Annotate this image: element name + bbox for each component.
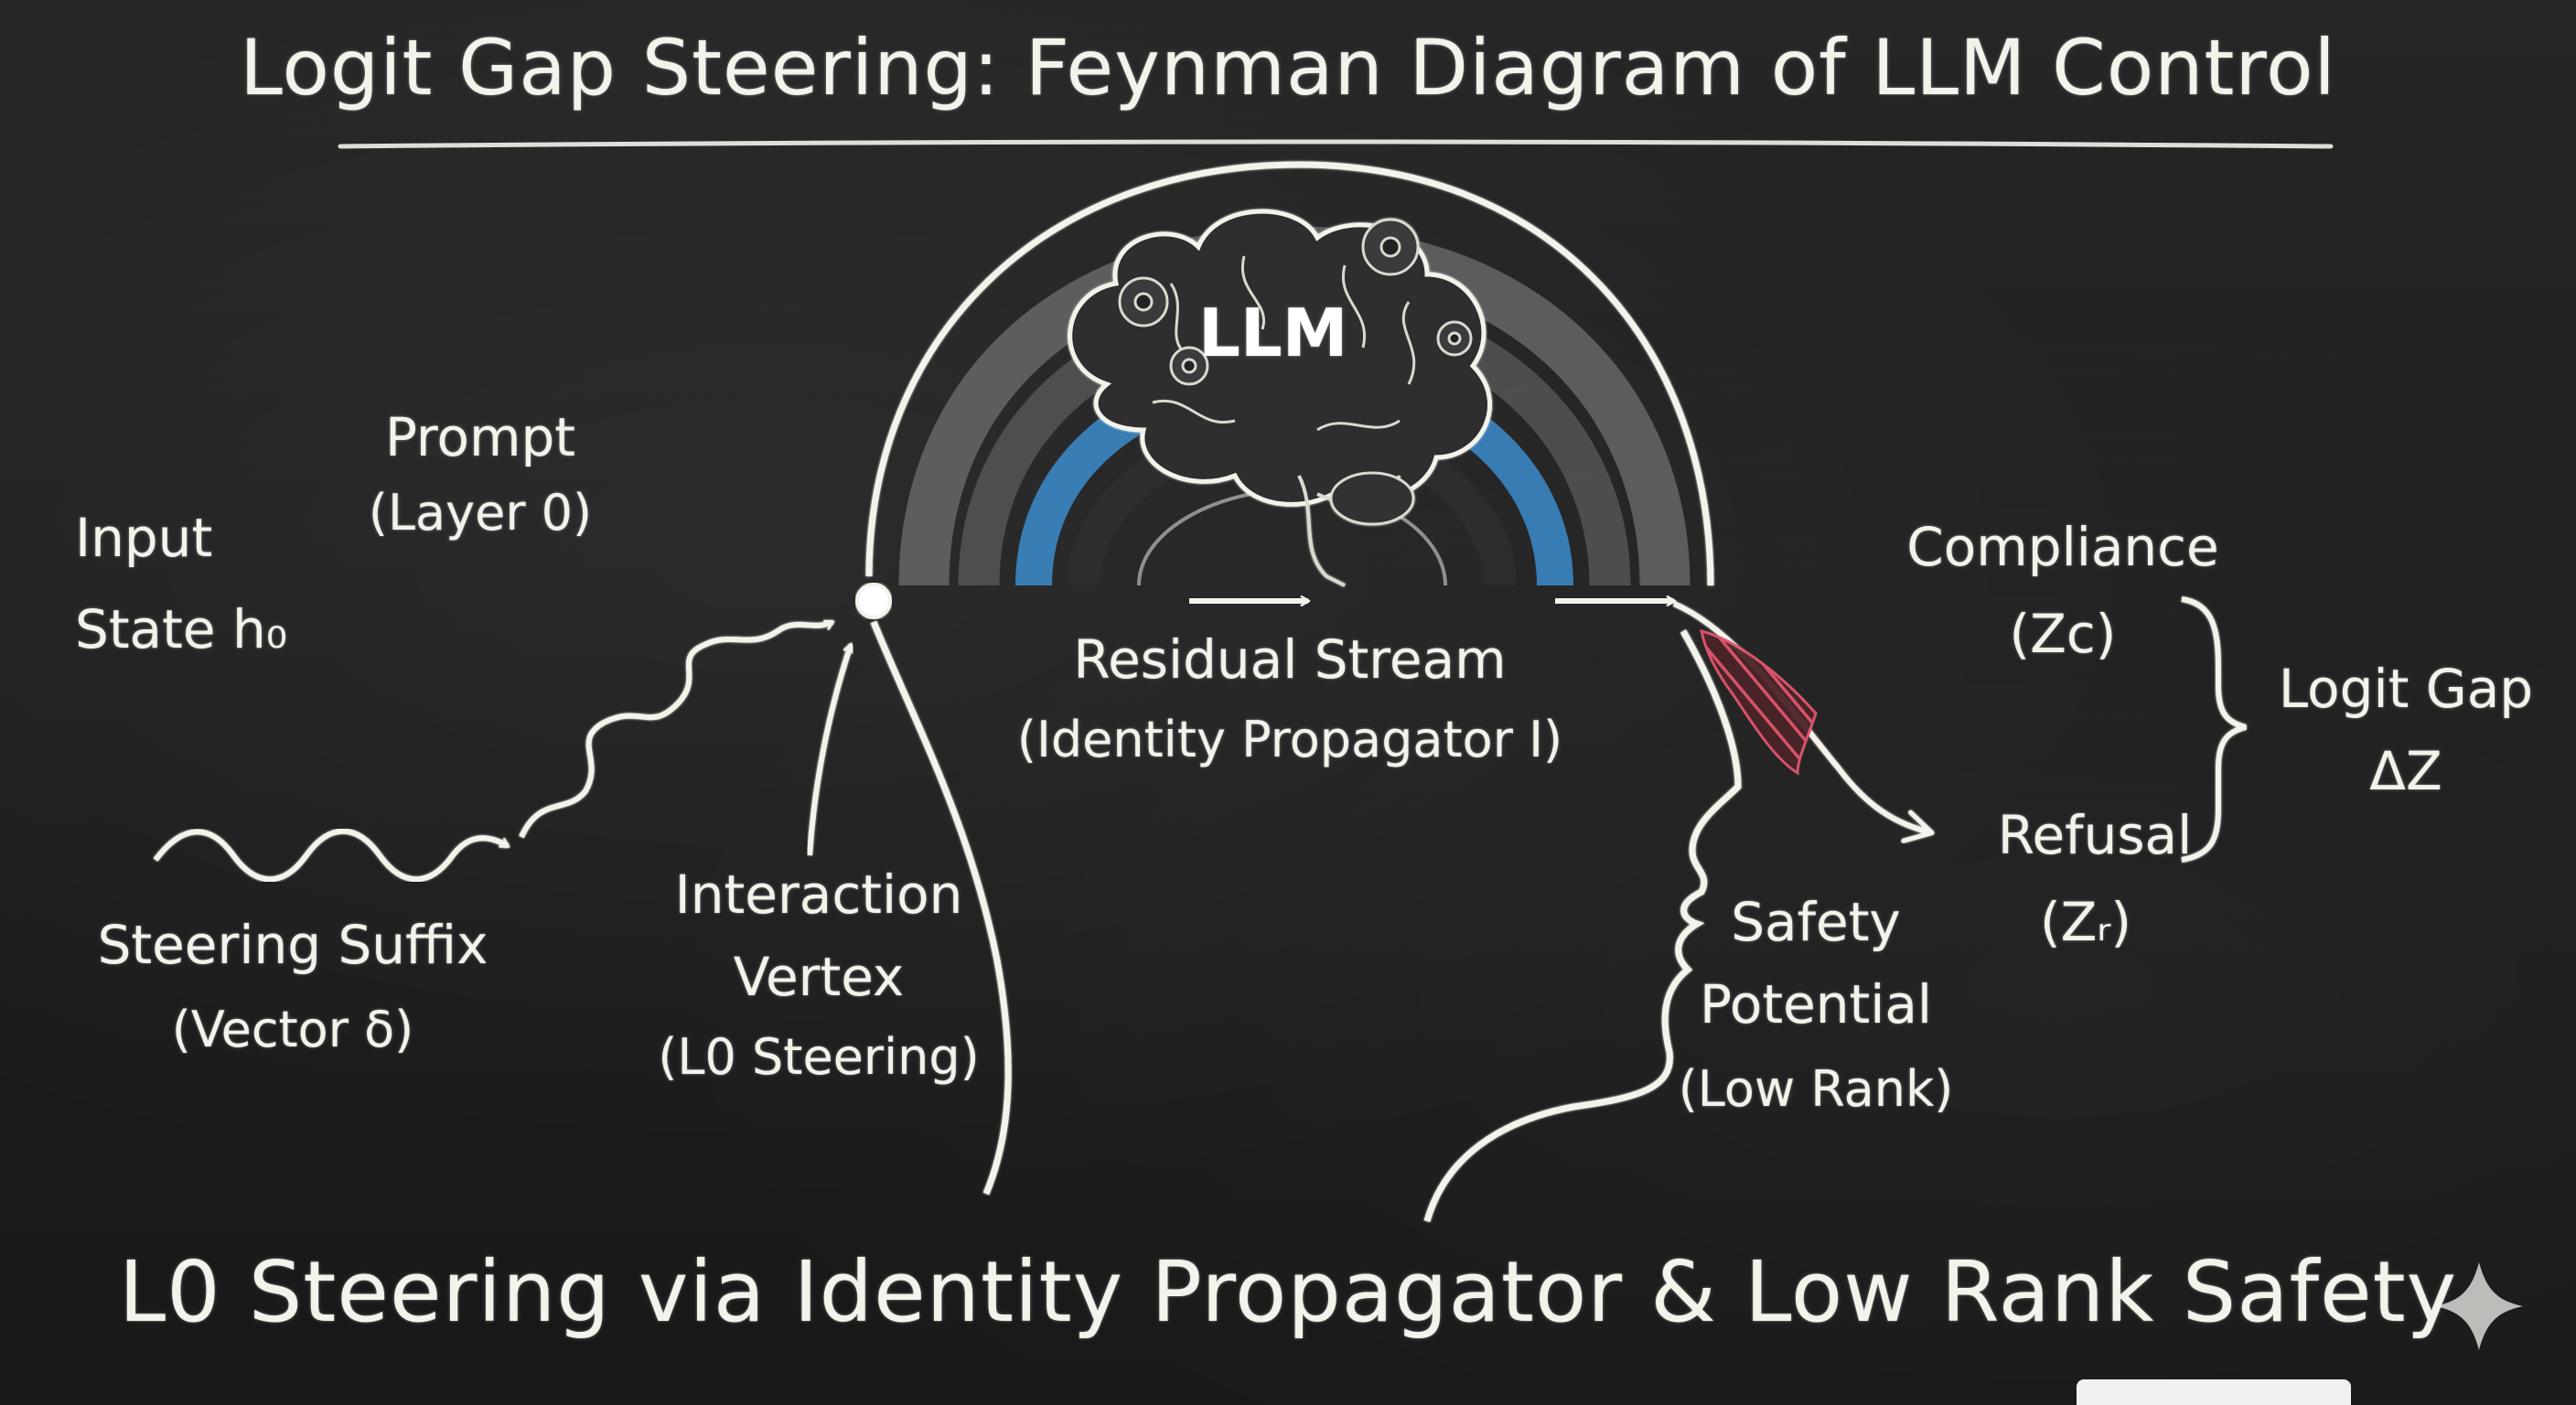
steering-wave-diagonal [519,619,835,839]
safety-lowrank-label: (Low Rank) [1678,1060,1954,1118]
prompt-label: Prompt [384,406,576,468]
face-profile-outline [1423,629,1742,1222]
gear-icon [1118,218,1473,386]
input-label: Input [75,507,213,569]
footer-caption: L0 Steering via Identity Propagator & Lo… [118,1243,2458,1341]
safety-potential-region [1700,628,1818,776]
safety-potential-label: Potential [1699,973,1933,1035]
refusal-sublabel: (Zᵣ) [2040,891,2131,953]
safety-label: Safety [1731,891,1901,953]
residual-stream-sublabel: (Identity Propagator I) [1016,711,1563,768]
steering-suffix-label: Steering Suffix [97,914,488,976]
vertex-label: Interaction [674,863,963,926]
vertex-pointer-arrow [807,642,854,856]
brain-icon [1068,209,1492,587]
steering-suffix-sublabel: (Vector δ) [171,1001,414,1058]
logit-gap-label: Logit Gap [2278,658,2534,720]
compliance-sublabel: (Zᴄ) [2009,603,2117,665]
interaction-vertex [855,583,892,619]
outer-dome [865,161,1714,586]
residual-stream-label: Residual Stream [1073,628,1507,691]
prompt-sublabel: (Layer 0) [368,484,593,542]
vertex-sublabel: Vertex [733,946,905,1008]
steering-wave-left [153,828,510,883]
llm-label: LLM [1198,295,1348,371]
vertex-steering-label: (L0 Steering) [658,1028,980,1086]
chalk-tray [2077,1379,2351,1405]
refusal-label: Refusal [1997,804,2193,866]
head-back-outline [870,620,1012,1196]
input-state-label: State h₀ [75,598,287,660]
page-title: Logit Gap Steering: Feynman Diagram of L… [240,23,2336,113]
logit-gap-brace [2181,596,2247,863]
logit-gap-delta: ΔZ [2369,740,2442,802]
compliance-label: Compliance [1906,516,2219,578]
sparkle-icon [2435,1262,2523,1350]
title-underline [338,139,2334,149]
refusal-arrow [1672,601,1935,843]
